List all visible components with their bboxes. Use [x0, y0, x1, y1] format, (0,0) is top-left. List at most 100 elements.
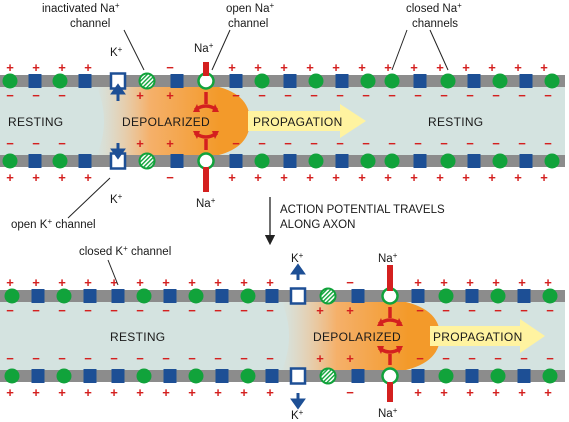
negative-charge: −	[414, 136, 422, 151]
inactivated-na-channel	[319, 367, 337, 385]
closed-na-channel	[544, 73, 560, 89]
bottom-membrane-charges: +++++++++++++++++−−−−−−−−−−−−−−−−−−++−−−…	[6, 275, 554, 400]
positive-charge: +	[544, 385, 552, 400]
positive-charge: +	[332, 60, 340, 75]
negative-charge: −	[442, 303, 450, 318]
positive-charge: +	[384, 170, 392, 185]
negative-charge: −	[166, 60, 174, 75]
positive-charge: +	[166, 136, 174, 151]
closed-na-channel	[2, 73, 18, 89]
negative-charge: −	[442, 351, 450, 366]
positive-charge: +	[188, 275, 196, 290]
bottom-propagation-label: PROPAGATION	[433, 330, 523, 344]
closed-k-channel	[335, 154, 349, 168]
positive-charge: +	[136, 275, 144, 290]
positive-charge: +	[488, 170, 496, 185]
closed-k-channel	[351, 289, 365, 303]
negative-charge: −	[32, 303, 40, 318]
positive-charge: +	[136, 88, 144, 103]
positive-charge: +	[162, 275, 170, 290]
closed-na-channel	[136, 288, 152, 304]
negative-charge: −	[416, 303, 424, 318]
closed-na-channel	[240, 288, 256, 304]
closed-k-channel	[31, 289, 45, 303]
negative-charge: −	[468, 303, 476, 318]
negative-charge: −	[466, 136, 474, 151]
positive-charge: +	[358, 60, 366, 75]
positive-charge: +	[462, 170, 470, 185]
closed-na-channel	[4, 368, 20, 384]
negative-charge: −	[416, 351, 424, 366]
open-na-channel	[381, 367, 399, 385]
negative-charge: −	[388, 88, 396, 103]
closed-na-channel	[254, 73, 270, 89]
positive-charge: +	[544, 275, 552, 290]
negative-charge: −	[414, 88, 422, 103]
closed-na-channel	[542, 288, 558, 304]
negative-charge: −	[6, 351, 14, 366]
negative-charge: −	[440, 136, 448, 151]
na-ion-label: Na+	[196, 196, 216, 210]
leader-line	[67, 177, 111, 219]
negative-charge: −	[58, 136, 66, 151]
closed-na-channel	[440, 73, 456, 89]
positive-charge: +	[58, 60, 66, 75]
negative-charge: −	[284, 136, 292, 151]
leader-line	[391, 29, 408, 71]
positive-charge: +	[84, 275, 92, 290]
closed-k-channel	[413, 74, 427, 88]
positive-charge: +	[488, 60, 496, 75]
closed-k-channel	[83, 369, 97, 383]
closed-na-channel	[440, 153, 456, 169]
negative-charge: −	[166, 170, 174, 185]
positive-charge: +	[240, 275, 248, 290]
closed-k-channel	[78, 154, 92, 168]
closed-k-channel	[335, 74, 349, 88]
positive-charge: +	[266, 385, 274, 400]
negative-charge: −	[258, 88, 266, 103]
negative-charge: −	[162, 303, 170, 318]
na-influx-arrow	[193, 131, 219, 139]
closed-k-label: closed K+ channel	[79, 244, 171, 258]
positive-charge: +	[346, 351, 354, 366]
negative-charge: −	[520, 303, 528, 318]
positive-charge: +	[280, 170, 288, 185]
positive-charge: +	[84, 60, 92, 75]
positive-charge: +	[436, 60, 444, 75]
positive-charge: +	[84, 385, 92, 400]
closed-k-channel	[465, 289, 479, 303]
positive-charge: +	[214, 275, 222, 290]
closed-na-channel	[490, 288, 506, 304]
top-resting-left: RESTING	[8, 115, 63, 129]
closed-na-channel	[188, 368, 204, 384]
negative-charge: −	[110, 303, 118, 318]
open-na-channel	[197, 152, 215, 170]
inactivated-na-channel	[138, 152, 156, 170]
na-influx-bar	[203, 62, 209, 76]
closed-na-label-line2: channels	[412, 18, 458, 30]
positive-charge: +	[84, 170, 92, 185]
closed-na-channel	[438, 288, 454, 304]
negative-charge: −	[544, 136, 552, 151]
closed-na-channel	[56, 368, 72, 384]
positive-charge: +	[166, 88, 174, 103]
open-na-label-line2: channel	[228, 18, 268, 30]
k-ion-label: K+	[110, 45, 123, 59]
open-k-channel	[289, 287, 307, 305]
positive-charge: +	[32, 170, 40, 185]
negative-charge: −	[492, 136, 500, 151]
closed-na-channel	[52, 153, 68, 169]
negative-charge: −	[240, 351, 248, 366]
inactivated-na-channel	[319, 287, 337, 305]
closed-k-channel	[411, 289, 425, 303]
positive-charge: +	[316, 303, 324, 318]
negative-charge: −	[162, 351, 170, 366]
k-ion-label: K+	[110, 192, 123, 206]
closed-na-channel	[56, 288, 72, 304]
positive-charge: +	[346, 303, 354, 318]
closed-k-channel	[519, 74, 533, 88]
negative-charge: −	[6, 88, 14, 103]
positive-charge: +	[188, 385, 196, 400]
positive-charge: +	[240, 385, 248, 400]
bottom-depolarized-region	[281, 300, 440, 372]
